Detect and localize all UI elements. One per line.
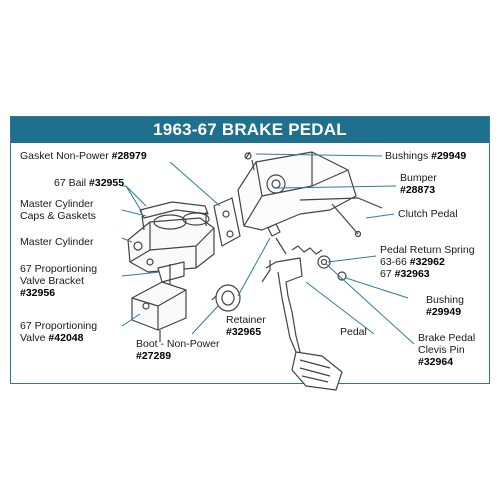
label-bushings: Bushings #29949	[385, 150, 467, 162]
diagram-title: 1963-67 BRAKE PEDAL	[153, 120, 347, 139]
label-mc-caps: Master Cylinder Caps & Gaskets	[20, 198, 96, 222]
gasket-part	[213, 197, 241, 247]
pedal-bracket-part	[237, 151, 383, 231]
title-bar: 1963-67 BRAKE PEDAL	[11, 117, 489, 143]
label-bail: 67 Bail #32955	[54, 177, 125, 189]
label-bushing: Bushing #29949	[426, 294, 464, 318]
label-boot: Boot - Non-Power #27289	[136, 338, 220, 362]
label-clutch-pedal: Clutch Pedal	[398, 208, 458, 220]
diagram-frame: 1963-67 BRAKE PEDAL	[10, 116, 490, 384]
return-spring-part	[291, 245, 331, 269]
bushing-part	[337, 271, 347, 281]
label-bumper: Bumper #28873	[400, 172, 437, 196]
label-prop-bracket: 67 Proportioning Valve Bracket #32956	[20, 263, 98, 299]
boot-part	[211, 284, 241, 312]
label-return-spring: Pedal Return Spring 63-66 #32962 67 #329…	[380, 244, 475, 280]
leader-lines	[121, 153, 415, 345]
label-prop-valve: 67 Proportioning Valve #42048	[20, 320, 98, 344]
clutch-pedal-part	[331, 203, 359, 235]
proportioning-valve-part	[131, 281, 187, 342]
label-master-cylinder: Master Cylinder	[20, 236, 94, 248]
retainer-part	[267, 223, 281, 237]
label-clevis-pin: Brake Pedal Clevis Pin #32964	[418, 332, 476, 368]
label-retainer: Retainer #32965	[226, 314, 266, 338]
label-pedal: Pedal	[340, 326, 367, 338]
push-rod-part	[275, 237, 287, 255]
master-cylinder-part	[127, 201, 215, 273]
brake-pedal-part	[261, 257, 343, 391]
label-gasket: Gasket Non-Power #28979	[20, 150, 147, 162]
